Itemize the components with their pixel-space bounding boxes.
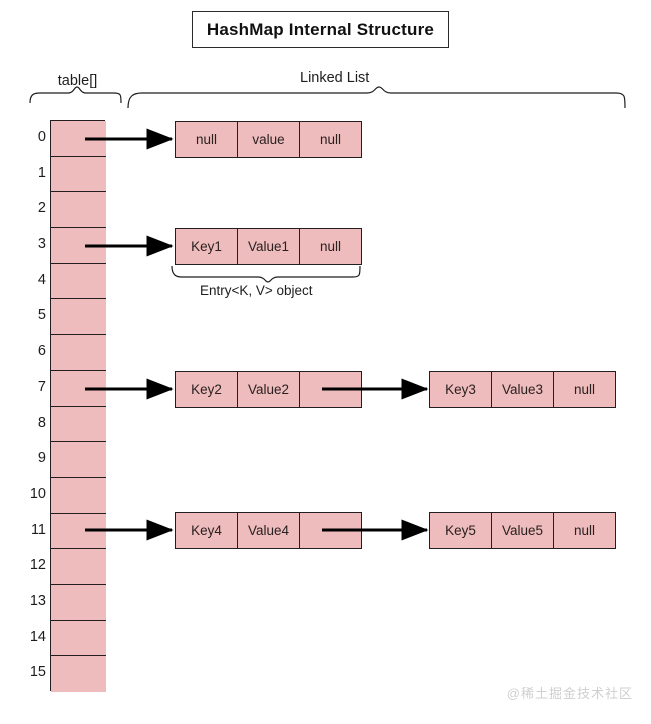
table-index-0: 0 bbox=[37, 129, 46, 145]
entry-next-cell: null bbox=[573, 382, 595, 397]
entry-key-cell: Key2 bbox=[176, 372, 238, 407]
table-index-9: 9 bbox=[37, 450, 46, 467]
entry-next-cell: null bbox=[319, 239, 341, 254]
table-index-12: 12 bbox=[29, 557, 46, 574]
entry-object-brace bbox=[171, 265, 361, 283]
entry-key-cell: Key4 bbox=[176, 513, 238, 548]
table-slot-11[interactable] bbox=[51, 513, 106, 550]
entry-next-cell: null bbox=[573, 523, 595, 538]
table-index-2: 2 bbox=[37, 200, 46, 217]
entry-key-cell: Key3 bbox=[430, 372, 492, 407]
table-slot-9[interactable] bbox=[51, 442, 106, 478]
diagram-title: HashMap Internal Structure bbox=[192, 11, 449, 48]
table-array bbox=[50, 120, 106, 692]
entry-key-cell: Key5 bbox=[430, 513, 492, 548]
table-slot-1[interactable] bbox=[51, 156, 106, 193]
entry-object-label: Entry<K, V> object bbox=[200, 283, 313, 298]
table-slot-15[interactable] bbox=[51, 656, 106, 692]
entry-value-cell: Value2 bbox=[238, 372, 300, 407]
entry-next-cell bbox=[300, 513, 361, 548]
table-index-11: 11 bbox=[30, 521, 46, 538]
entry-key-cell: Key1 bbox=[176, 229, 238, 264]
table-slot-3[interactable] bbox=[51, 228, 106, 264]
entry-value-cell: Value3 bbox=[492, 372, 554, 407]
table-slot-7[interactable] bbox=[51, 370, 106, 407]
table-index-7: 7 bbox=[37, 378, 46, 395]
table-index-13: 13 bbox=[29, 592, 46, 609]
entry-value-cell: Value4 bbox=[238, 513, 300, 548]
watermark: @稀土掘金技术社区 bbox=[506, 686, 633, 701]
table-slot-2[interactable] bbox=[51, 192, 106, 229]
table-index-1: 1 bbox=[37, 164, 46, 181]
table-slot-4[interactable] bbox=[51, 263, 106, 300]
table-index-5: 5 bbox=[37, 307, 46, 324]
entry-value-cell: Value1 bbox=[238, 229, 300, 264]
table-index-6: 6 bbox=[37, 343, 46, 360]
diagram-title-text: HashMap Internal Structure bbox=[206, 19, 435, 39]
table-slot-12[interactable] bbox=[51, 549, 106, 585]
table-array-label: table[] bbox=[57, 73, 98, 89]
table-array-brace bbox=[29, 86, 122, 104]
entry-value-cell: value bbox=[238, 122, 300, 157]
entry-value-cell: Value5 bbox=[492, 513, 554, 548]
table-index-3: 3 bbox=[37, 236, 46, 253]
linked-list-label: Linked List bbox=[300, 70, 370, 86]
table-index-14: 14 bbox=[29, 628, 46, 645]
linked-list-brace bbox=[127, 86, 626, 109]
table-slot-8[interactable] bbox=[51, 406, 106, 443]
table-index-10: 10 bbox=[29, 485, 46, 502]
table-slot-5[interactable] bbox=[51, 299, 106, 336]
table-index-15: 15 bbox=[29, 664, 46, 681]
table-slot-14[interactable] bbox=[51, 620, 106, 657]
table-slot-6[interactable] bbox=[51, 335, 106, 371]
table-slot-13[interactable] bbox=[51, 584, 106, 621]
entry-next-cell bbox=[300, 372, 361, 407]
entry-next-cell: null bbox=[319, 132, 341, 147]
entry-key-cell: null bbox=[176, 122, 238, 157]
table-index-4: 4 bbox=[37, 271, 46, 288]
table-slot-10[interactable] bbox=[51, 477, 106, 514]
table-slot-0[interactable] bbox=[51, 121, 106, 157]
table-index-8: 8 bbox=[37, 414, 46, 431]
